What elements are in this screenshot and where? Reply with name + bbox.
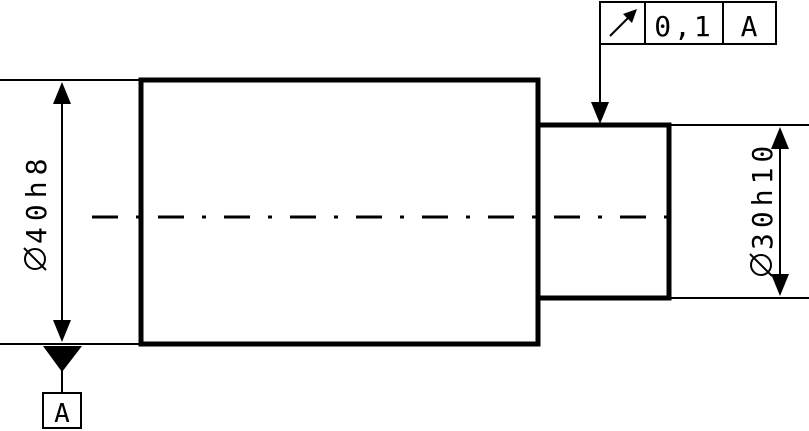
datum-feature-symbol: A — [42, 346, 82, 429]
tolerance-leader — [591, 44, 609, 124]
right-dimension-label: 30h10 — [746, 141, 779, 277]
diameter-icon — [749, 253, 773, 277]
small-shaft-section — [535, 122, 672, 301]
diameter-icon — [23, 247, 47, 271]
right-dimension-value: 30h10 — [746, 141, 779, 250]
datum-label: A — [54, 399, 70, 429]
left-dimension-value: 40h8 — [20, 153, 53, 244]
right-dimension-line — [771, 127, 789, 296]
tolerance-datum: A — [741, 10, 758, 43]
feature-control-frame: 0,1 A — [599, 1, 777, 45]
left-dimension-label: 40h8 — [20, 153, 53, 271]
datum-triangle-icon — [43, 346, 82, 372]
circular-runout-arrow-icon — [609, 9, 637, 37]
tolerance-value: 0,1 — [654, 10, 714, 43]
left-dimension-line — [53, 82, 71, 342]
large-shaft-section — [138, 77, 541, 347]
